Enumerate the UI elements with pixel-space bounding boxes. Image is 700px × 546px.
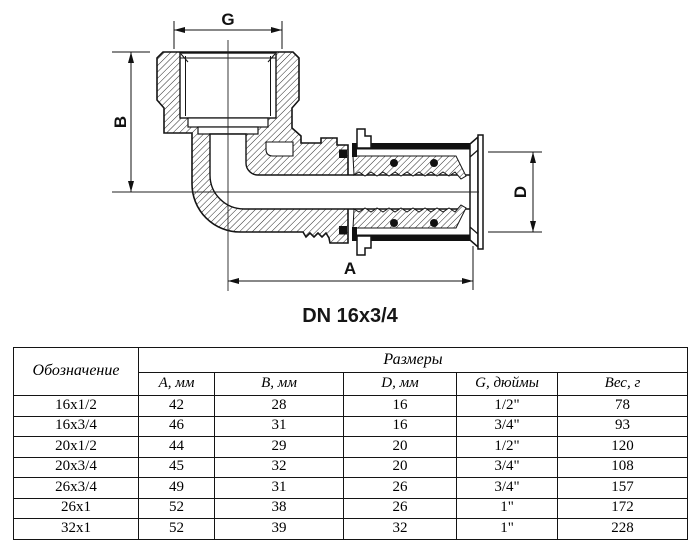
arrow xyxy=(228,278,239,284)
cell-a: 42 xyxy=(138,395,215,417)
cell-d: 16 xyxy=(343,415,457,437)
table-row: 26x3/4 49 31 26 3/4" 157 xyxy=(13,477,688,499)
cell-weight: 157 xyxy=(557,477,688,499)
cell-d: 16 xyxy=(343,395,457,417)
cell-weight: 93 xyxy=(557,415,688,437)
sleeve-wall-bottom xyxy=(352,234,470,241)
cell-weight: 78 xyxy=(557,395,688,417)
cell-g: 1/2" xyxy=(456,395,558,417)
cell-b: 29 xyxy=(214,436,344,458)
header-col-d: D, мм xyxy=(343,372,457,396)
inspection-hole xyxy=(430,159,438,167)
table-row: 32x1 52 39 32 1" 228 xyxy=(13,518,688,540)
dimensions-table-wrap: Обозначение Размеры A, мм B, мм D, мм G,… xyxy=(13,347,688,540)
cell-designation: 26x1 xyxy=(13,497,139,519)
dimension-arrows xyxy=(128,27,536,284)
cell-designation: 16x3/4 xyxy=(13,415,139,437)
cell-weight: 120 xyxy=(557,436,688,458)
cell-a: 45 xyxy=(138,456,215,478)
cell-designation: 32x1 xyxy=(13,518,139,540)
dim-label-b: B xyxy=(111,116,130,128)
sleeve-tab-bottom xyxy=(356,235,372,256)
cell-d: 20 xyxy=(343,456,457,478)
dim-label-a: A xyxy=(344,259,356,278)
cell-g: 3/4" xyxy=(456,415,558,437)
cell-g: 3/4" xyxy=(456,456,558,478)
cell-designation: 20x1/2 xyxy=(13,436,139,458)
cell-a: 49 xyxy=(138,477,215,499)
cell-weight: 228 xyxy=(557,518,688,540)
cell-b: 39 xyxy=(214,518,344,540)
cell-g: 1" xyxy=(456,497,558,519)
flange-inner-bottom xyxy=(469,226,479,235)
cell-g: 1/2" xyxy=(456,436,558,458)
header-col-weight: Вес, г xyxy=(557,372,688,396)
inspection-hole xyxy=(390,219,398,227)
body-notch xyxy=(265,141,294,157)
cell-b: 28 xyxy=(214,395,344,417)
cell-a: 52 xyxy=(138,497,215,519)
dimensions-table: Обозначение Размеры A, мм B, мм D, мм G,… xyxy=(13,347,688,540)
cell-designation: 26x3/4 xyxy=(13,477,139,499)
cell-designation: 16x1/2 xyxy=(13,395,139,417)
sleeve-gap-bottom xyxy=(353,227,470,235)
cell-a: 44 xyxy=(138,436,215,458)
inspection-hole xyxy=(430,219,438,227)
sleeve-end-top xyxy=(352,143,357,157)
arrow xyxy=(530,152,536,163)
arrow xyxy=(128,181,134,192)
elbow-bore xyxy=(209,133,481,210)
table-row: 16x1/2 42 28 16 1/2" 78 xyxy=(13,395,688,417)
table-row: 26x1 52 38 26 1" 172 xyxy=(13,497,688,519)
cell-g: 3/4" xyxy=(456,477,558,499)
arrow xyxy=(271,27,282,33)
dim-label-g: G xyxy=(221,10,234,29)
table-row: 20x3/4 45 32 20 3/4" 108 xyxy=(13,456,688,478)
sleeve-gap-top xyxy=(353,149,470,157)
arrow xyxy=(174,27,185,33)
arrow xyxy=(128,52,134,63)
header-sizes: Размеры xyxy=(138,347,688,373)
drawing-caption: DN 16x3/4 xyxy=(302,305,398,327)
arrow xyxy=(530,221,536,232)
cell-b: 38 xyxy=(214,497,344,519)
thread-chamfer-right xyxy=(267,53,276,63)
header-col-a: A, мм xyxy=(138,372,215,396)
technical-drawing: G B D A DN 16x3/4 xyxy=(111,10,542,327)
sleeve-end-bottom xyxy=(352,227,357,241)
flange-inner-top xyxy=(469,149,479,158)
centerlines xyxy=(112,40,479,291)
cell-weight: 172 xyxy=(557,497,688,519)
inspection-hole xyxy=(390,159,398,167)
arrow xyxy=(462,278,473,284)
header-col-b: B, мм xyxy=(214,372,344,396)
cell-d: 26 xyxy=(343,477,457,499)
dim-label-d: D xyxy=(511,186,530,198)
o-ring-top xyxy=(339,149,347,158)
cell-d: 20 xyxy=(343,436,457,458)
cell-g: 1" xyxy=(456,518,558,540)
cell-b: 31 xyxy=(214,415,344,437)
sleeve-tab-top xyxy=(356,128,372,149)
cell-weight: 108 xyxy=(557,456,688,478)
o-ring-bottom xyxy=(339,226,347,235)
cell-d: 32 xyxy=(343,518,457,540)
sleeve-wall-top xyxy=(352,143,470,150)
table-row: 16x3/4 46 31 16 3/4" 93 xyxy=(13,415,688,437)
cell-a: 52 xyxy=(138,518,215,540)
press-sleeve-section xyxy=(339,128,484,256)
thread-chamfer-left xyxy=(180,53,189,63)
cell-b: 31 xyxy=(214,477,344,499)
header-designation: Обозначение xyxy=(13,347,139,396)
header-col-g: G, дюймы xyxy=(456,372,558,396)
table-row: 20x1/2 44 29 20 1/2" 120 xyxy=(13,436,688,458)
cell-b: 32 xyxy=(214,456,344,478)
cell-a: 46 xyxy=(138,415,215,437)
cell-d: 26 xyxy=(343,497,457,519)
cell-designation: 20x3/4 xyxy=(13,456,139,478)
